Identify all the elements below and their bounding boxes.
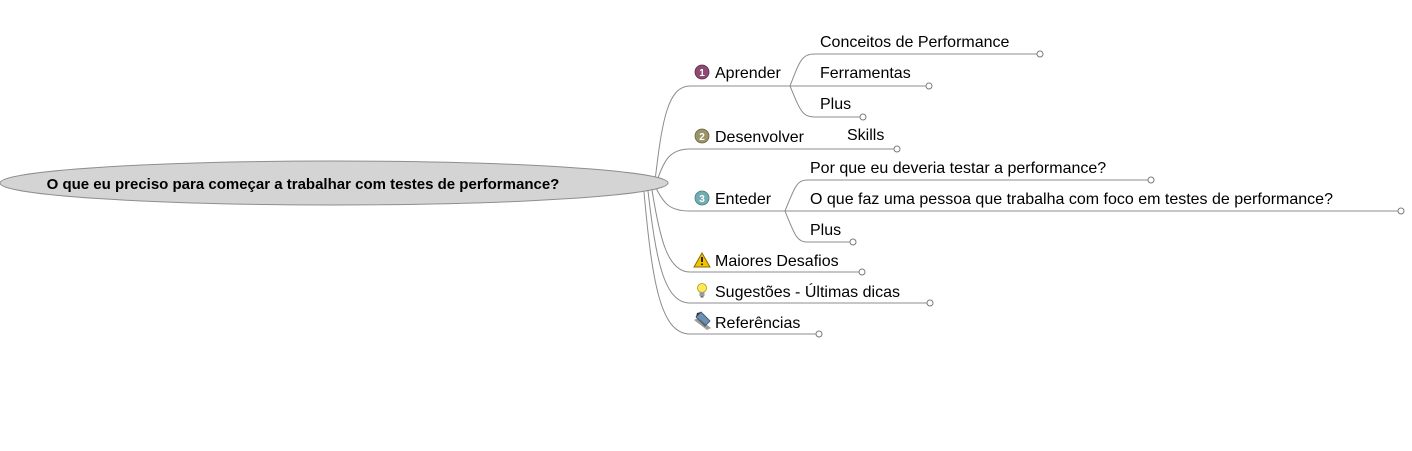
branch-label-enteder: Enteder <box>715 191 772 208</box>
connector-maiores-desafios <box>651 189 691 273</box>
svg-text:3: 3 <box>699 194 705 205</box>
connector-desenvolver <box>656 148 825 182</box>
child-connectors <box>784 53 845 243</box>
connector-aprender-plus <box>789 85 816 118</box>
connector-enteder-porque <box>784 179 809 212</box>
child-label: Skills <box>847 127 884 144</box>
branch-enteder[interactable]: 3 Enteder <box>694 190 772 208</box>
connector-enteder-plus <box>784 210 809 243</box>
child-plus-enteder[interactable]: Plus <box>808 222 857 246</box>
child-label: Plus <box>810 222 841 239</box>
number-3-icon: 3 <box>694 190 710 206</box>
child-por-que-testar[interactable]: Por que eu deveria testar a performance? <box>808 160 1155 184</box>
root-node[interactable]: O que eu preciso para começar a trabalha… <box>0 160 669 206</box>
expand-knob[interactable] <box>858 268 866 276</box>
root-ellipse <box>0 160 669 206</box>
svg-text:1: 1 <box>699 68 705 79</box>
expand-knob[interactable] <box>926 299 934 307</box>
branch-label-maiores-desafios: Maiores Desafios <box>715 253 839 270</box>
child-label: O que faz uma pessoa que trabalha com fo… <box>810 191 1333 208</box>
branch-label-aprender: Aprender <box>715 65 781 82</box>
connector-sugestoes <box>647 190 691 304</box>
number-1-icon: 1 <box>694 64 710 80</box>
warning-icon <box>693 251 711 268</box>
expand-knob[interactable] <box>1147 176 1155 184</box>
child-plus-aprender[interactable]: Plus <box>815 96 867 121</box>
svg-text:2: 2 <box>699 132 705 143</box>
expand-knob[interactable] <box>859 113 867 121</box>
child-ferramentas[interactable]: Ferramentas <box>815 65 933 90</box>
child-label: Por que eu deveria testar a performance? <box>810 160 1106 177</box>
expand-knob[interactable] <box>1036 50 1044 58</box>
number-2-icon: 2 <box>694 128 710 144</box>
connector-aprender-conceitos <box>789 53 816 87</box>
connector-referencias <box>643 191 691 335</box>
branch-aprender[interactable]: 1 Aprender <box>694 64 781 82</box>
connector-enteder <box>655 187 785 212</box>
branch-sugestoes[interactable]: Sugestões - Últimas dicas <box>690 282 934 307</box>
branch-referencias[interactable]: Referências <box>690 311 823 338</box>
child-skills[interactable]: Skills <box>845 127 901 153</box>
child-label: Plus <box>820 96 851 113</box>
expand-knob[interactable] <box>1397 207 1405 215</box>
expand-knob[interactable] <box>925 82 933 90</box>
connector-aprender <box>654 85 790 182</box>
branch-label-sugestoes: Sugestões - Últimas dicas <box>715 282 900 301</box>
child-conceitos-de-performance[interactable]: Conceitos de Performance <box>815 34 1044 58</box>
branch-label-referencias: Referências <box>715 315 800 332</box>
branch-label-desenvolver: Desenvolver <box>715 129 805 146</box>
expand-knob[interactable] <box>849 238 857 246</box>
child-label: Ferramentas <box>820 65 911 82</box>
branch-connectors <box>643 85 825 335</box>
pencil-icon <box>694 311 711 330</box>
child-o-que-faz[interactable]: O que faz uma pessoa que trabalha com fo… <box>808 191 1405 215</box>
root-label: O que eu preciso para começar a trabalha… <box>47 176 560 193</box>
branch-maiores-desafios[interactable]: Maiores Desafios <box>690 251 866 276</box>
child-label: Conceitos de Performance <box>820 34 1010 51</box>
lightbulb-icon <box>697 283 707 298</box>
branch-desenvolver[interactable]: 2 Desenvolver <box>694 128 805 146</box>
expand-knob[interactable] <box>893 145 901 153</box>
expand-knob[interactable] <box>815 330 823 338</box>
